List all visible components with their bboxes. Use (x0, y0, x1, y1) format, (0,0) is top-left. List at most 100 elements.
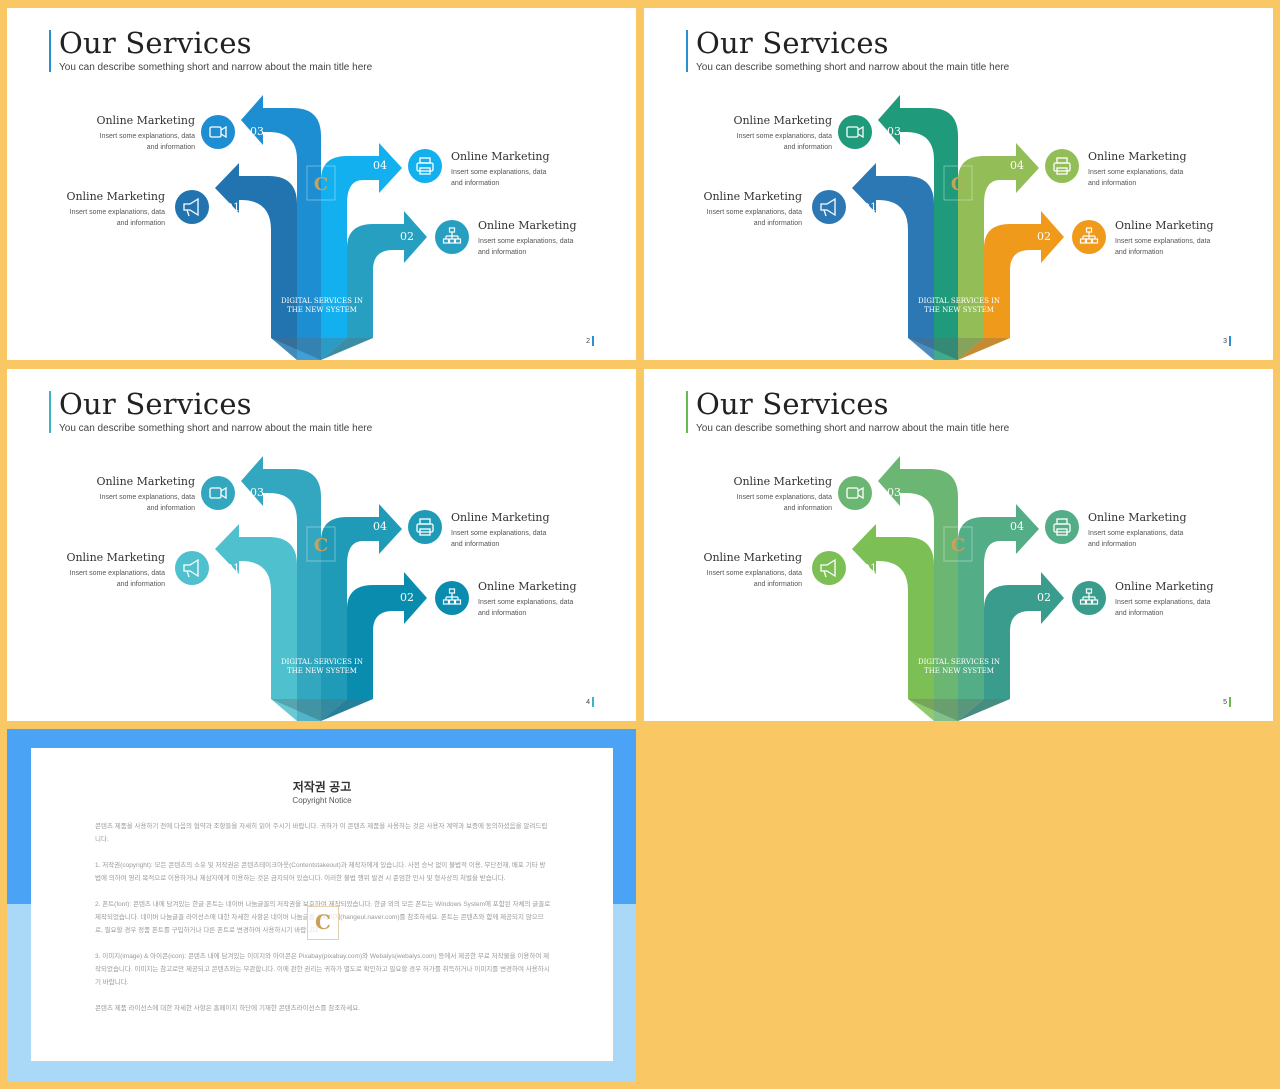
step-number: 01 (863, 201, 877, 214)
video-camera-icon (201, 476, 235, 510)
sitemap-icon (435, 581, 469, 615)
page-subtitle: You can describe something short and nar… (59, 62, 373, 73)
service-description: Insert some explanations, data and infor… (451, 530, 547, 548)
service-description: Insert some explanations, data and infor… (69, 209, 165, 227)
copyright-paragraph: 콘텐츠 제품을 사용하기 전에 다음의 협약과 조항들을 자세히 읽어 주시기 … (95, 823, 548, 843)
center-label: THE NEW SYSTEM (287, 306, 357, 314)
arrow-03 (241, 95, 321, 338)
printer-icon (1045, 510, 1079, 544)
service-title: Online Marketing (478, 219, 577, 232)
svg-text:C: C (314, 535, 328, 556)
sitemap-icon (1072, 581, 1106, 615)
arrow-03 (241, 456, 321, 699)
page-number: 3 (1223, 338, 1227, 345)
center-label: DIGITAL SERVICES IN (918, 658, 1000, 666)
step-number: 03 (250, 486, 264, 499)
step-number: 03 (250, 125, 264, 138)
service-title: Online Marketing (733, 114, 832, 127)
svg-text:C: C (315, 910, 331, 934)
step-number: 02 (400, 591, 414, 604)
step-number: 03 (887, 125, 901, 138)
service-description: Insert some explanations, data and infor… (69, 570, 165, 588)
center-label: DIGITAL SERVICES IN (281, 297, 363, 305)
svg-text:C: C (951, 535, 965, 556)
arrow-02 (984, 211, 1064, 338)
step-number: 01 (226, 201, 240, 214)
watermark-logo-icon: C (307, 906, 339, 940)
service-description: Insert some explanations, data and infor… (478, 599, 574, 617)
page-number-bar (1229, 336, 1231, 346)
video-camera-icon (201, 115, 235, 149)
copyright-paragraph: 1. 저작권(copyright): 모든 콘텐츠의 소유 및 저작권은 콘텐츠… (95, 862, 546, 882)
step-number: 04 (373, 159, 387, 172)
watermark-logo-icon: C (943, 526, 973, 562)
service-description: Insert some explanations, data and infor… (99, 133, 195, 151)
page-number-bar (592, 336, 594, 346)
step-number: 02 (1037, 591, 1051, 604)
sitemap-icon (435, 220, 469, 254)
video-camera-icon (838, 476, 872, 510)
page-number: 2 (586, 338, 590, 345)
copyright-card: 저작권 공고 Copyright Notice 콘텐츠 제품을 사용하기 전에 … (31, 748, 613, 1061)
copyright-title: 저작권 공고 (292, 780, 352, 794)
arrow-01 (852, 524, 934, 699)
title-accent-bar (686, 30, 688, 72)
step-number: 02 (1037, 230, 1051, 243)
printer-icon (1045, 149, 1079, 183)
service-description: Insert some explanations, data and infor… (1088, 169, 1184, 187)
service-description: Insert some explanations, data and infor… (478, 238, 574, 256)
arrow-01 (852, 163, 934, 338)
printer-icon (408, 510, 442, 544)
page-title: Our Services (59, 26, 252, 60)
step-number: 01 (863, 562, 877, 575)
service-title: Online Marketing (703, 190, 802, 203)
center-label: THE NEW SYSTEM (924, 306, 994, 314)
center-label: DIGITAL SERVICES IN (918, 297, 1000, 305)
sitemap-icon (1072, 220, 1106, 254)
service-description: Insert some explanations, data and infor… (99, 494, 195, 512)
service-description: Insert some explanations, data and infor… (706, 209, 802, 227)
megaphone-icon (812, 190, 846, 224)
service-description: Insert some explanations, data and infor… (706, 570, 802, 588)
video-camera-icon (838, 115, 872, 149)
arrow-03 (878, 95, 958, 338)
service-title: Online Marketing (96, 475, 195, 488)
page-title: Our Services (696, 26, 889, 60)
step-number: 01 (226, 562, 240, 575)
arrow-01 (215, 524, 297, 699)
page-title: Our Services (696, 387, 889, 421)
service-title: Online Marketing (703, 551, 802, 564)
copyright-paragraph: 3. 이미지(image) & 아이콘(icon): 콘텐츠 내에 담겨있는 이… (95, 953, 550, 986)
step-number: 04 (1010, 159, 1024, 172)
megaphone-icon (175, 190, 209, 224)
service-description: Insert some explanations, data and infor… (736, 133, 832, 151)
center-label: THE NEW SYSTEM (287, 667, 357, 675)
arrow-02 (347, 211, 427, 338)
copyright-paragraph: 콘텐츠 제품 라이선스에 대한 자세한 사항은 홈페이지 하단에 기재한 콘텐츠… (95, 1005, 361, 1012)
page-title: Our Services (59, 387, 252, 421)
page-number-bar (592, 697, 594, 707)
page-subtitle: You can describe something short and nar… (59, 423, 373, 434)
arrow-04 (958, 504, 1039, 699)
step-number: 04 (1010, 520, 1024, 533)
megaphone-icon (812, 551, 846, 585)
service-description: Insert some explanations, data and infor… (1115, 599, 1211, 617)
watermark-logo-icon: C (306, 165, 336, 201)
arrow-02 (347, 572, 427, 699)
